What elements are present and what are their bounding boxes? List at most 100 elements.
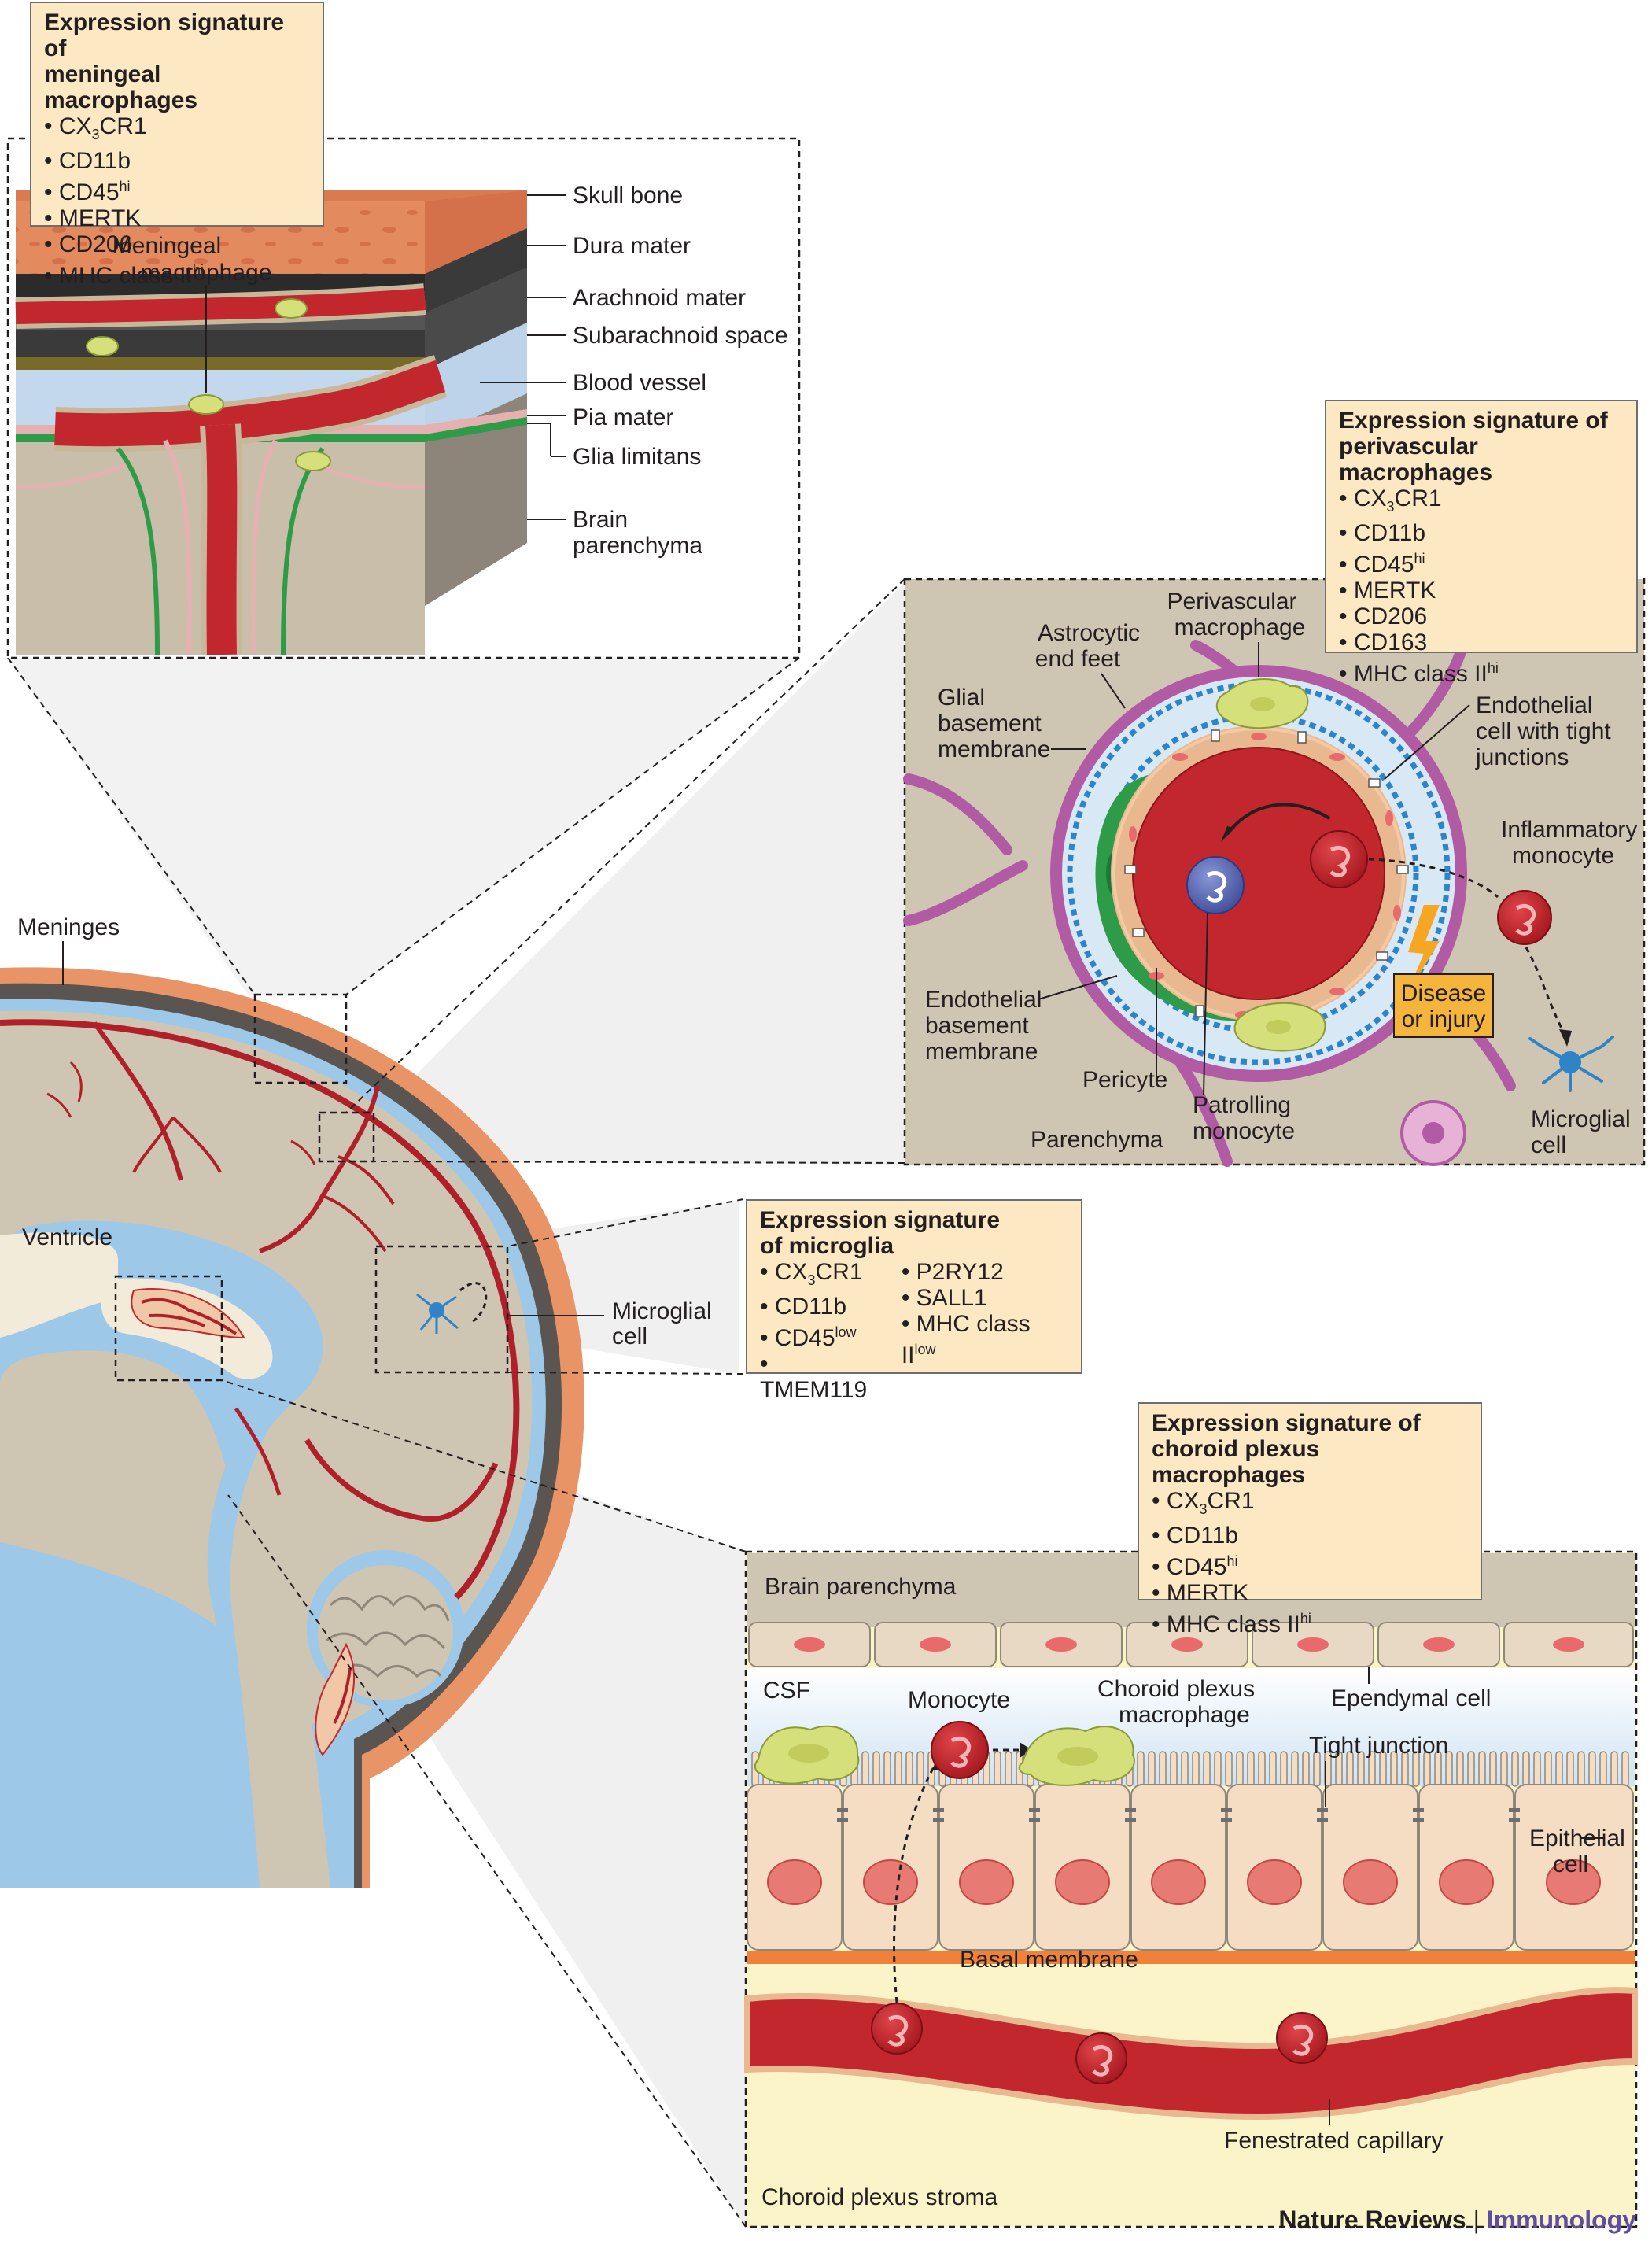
marker-item: MHC class IIhi (1339, 655, 1624, 687)
epithelial-layer (747, 1784, 1634, 1951)
marker-item: CD11b (1152, 1523, 1468, 1549)
zoom-fade-perivascular (374, 582, 905, 1165)
journal-field: Immunology (1486, 2206, 1636, 2234)
microvillus (861, 1751, 869, 1787)
marker-item: CX3CR1 (1152, 1488, 1468, 1523)
choroid-signature-title-l1: Expression signature of (1152, 1410, 1421, 1436)
brain-microglial-label-l1: Microglial (612, 1298, 712, 1324)
microglia-signature-title-l2: of microglia (760, 1233, 894, 1259)
marker-item: P2RY12 (902, 1259, 1068, 1285)
stroma-label: Choroid plexus stroma (761, 2184, 997, 2210)
parenchyma-label: Parenchyma (1031, 1127, 1163, 1153)
marker-item: MERTK (44, 205, 310, 231)
microvillus (1588, 1751, 1596, 1787)
marker-item: MHC class IIlow (902, 1311, 1068, 1368)
marker-item: CD206 (44, 231, 310, 257)
meninges-zoom-box (253, 993, 348, 1084)
glia-limitans-label: Glia limitans (573, 444, 701, 470)
microvillus (1511, 1751, 1519, 1787)
pericyte-label: Pericyte (1082, 1067, 1167, 1093)
fenestrated-capillary-label: Fenestrated capillary (1224, 2128, 1443, 2154)
endothelial-bm-l1: Endothelial (925, 987, 1042, 1013)
epithelial-cell-l2: cell (1553, 1852, 1588, 1877)
microvillus (1192, 1751, 1200, 1787)
basal-membrane-label: Basal membrane (960, 1947, 1138, 1973)
tight-junction-label: Tight junction (1309, 1733, 1448, 1759)
marker-item: CD45low (760, 1320, 879, 1351)
microvillus (994, 1751, 1001, 1787)
disease-l1: Disease (1401, 980, 1486, 1006)
meningeal-signature-title-l1: Expression signature of (44, 9, 285, 61)
microvillus (1005, 1751, 1012, 1787)
microvillus (1280, 1751, 1288, 1787)
microglia-signature-title-l1: Expression signature (760, 1207, 1001, 1233)
glial-bm-l2: basement (938, 711, 1042, 737)
marker-item: CD11b (44, 148, 310, 174)
inflammatory-monocyte-l2: monocyte (1512, 843, 1614, 869)
microvillus (1599, 1751, 1607, 1787)
microvillus (1555, 1751, 1563, 1787)
subarachnoid-space-label: Subarachnoid space (573, 323, 788, 349)
inflammatory-monocyte-l1: Inflammatory (1501, 817, 1637, 843)
marker-item: CD45hi (1339, 546, 1624, 578)
endothelial-bm-l3: membrane (925, 1039, 1038, 1065)
perivascular-marker-list: CX3CR1CD11bCD45hiMERTKCD206CD163MHC clas… (1339, 485, 1624, 687)
microglia-signature-box: Expression signature of microglia CX3CR1… (746, 1199, 1082, 1403)
microvillus (1137, 1751, 1145, 1787)
marker-item: CD11b (760, 1294, 879, 1320)
meninges-label: Meninges (17, 914, 120, 940)
choroid-signature-title-l2: choroid plexus macrophages (1152, 1436, 1320, 1488)
microvillus (1544, 1751, 1552, 1787)
microvillus (905, 1751, 913, 1787)
glial-bm-l1: Glial (938, 685, 985, 711)
epithelial-cell-l1: Epithelial (1529, 1826, 1625, 1852)
microvillus (894, 1751, 902, 1787)
marker-item: MHC class IIhi (44, 257, 310, 289)
zoom-fade-meninges (8, 658, 799, 995)
endothelial-cell-l2: cell with tight (1476, 718, 1611, 744)
microvillus (1159, 1751, 1167, 1787)
microvillus (1577, 1751, 1585, 1787)
ependymal-cell-label: Ependymal cell (1331, 1685, 1491, 1711)
perivascular-signature-title-l1: Expression signature of (1339, 408, 1608, 434)
endothelial-bm-l2: basement (925, 1013, 1029, 1039)
perivascular-labels: Perivascular macrophage Astrocytic end f… (925, 589, 1637, 1158)
peri-microglial-l2: cell (1531, 1132, 1566, 1158)
marker-item: TMEM119 (760, 1351, 879, 1403)
cp-brain-parenchyma-label: Brain parenchyma (765, 1574, 957, 1600)
microvillus (1522, 1751, 1530, 1787)
microvillus (1456, 1751, 1464, 1787)
microglia-zoom-box (374, 1245, 509, 1374)
peri-microglial-l1: Microglial (1531, 1106, 1631, 1132)
perivascular-signature-title-l2: perivascular macrophages (1339, 434, 1493, 485)
pia-mater-label: Pia mater (573, 404, 673, 430)
meningeal-signature-title-l2: meningeal macrophages (44, 61, 198, 113)
microvillus (1170, 1751, 1178, 1787)
marker-item: CX3CR1 (1339, 485, 1624, 520)
microvillus (1148, 1751, 1156, 1787)
choroid-marker-list: CX3CR1CD11bCD45hiMERTKMHC class IIhi (1152, 1488, 1468, 1637)
microvillus (916, 1751, 924, 1787)
zoom-guide-lines (7, 578, 905, 2228)
microvillus (883, 1751, 891, 1787)
endothelial-cell-l3: junctions (1475, 744, 1569, 770)
glial-bm-l3: membrane (938, 737, 1050, 762)
patrolling-monocyte-l2: monocyte (1193, 1118, 1295, 1144)
marker-item: CD11b (1339, 520, 1624, 546)
marker-item: CD45hi (44, 174, 310, 205)
journal-name: Nature Reviews (1278, 2206, 1466, 2234)
marker-item: SALL1 (902, 1285, 1068, 1311)
marker-item: MHC class IIhi (1152, 1606, 1468, 1637)
disease-l2: or injury (1402, 1006, 1486, 1032)
microvillus (1533, 1751, 1541, 1787)
microvillus (1489, 1751, 1497, 1787)
patrolling-monocyte-l1: Patrolling (1193, 1092, 1291, 1118)
microvillus (1214, 1751, 1222, 1787)
monocyte-label: Monocyte (908, 1687, 1010, 1713)
cp-macrophage-l2: macrophage (1119, 1702, 1250, 1728)
brain-sagittal-section (0, 967, 584, 1888)
skull-bone-label: Skull bone (573, 183, 683, 209)
microvillus (1566, 1751, 1574, 1787)
meningeal-signature-box: Expression signature of meningeal macrop… (30, 2, 324, 289)
